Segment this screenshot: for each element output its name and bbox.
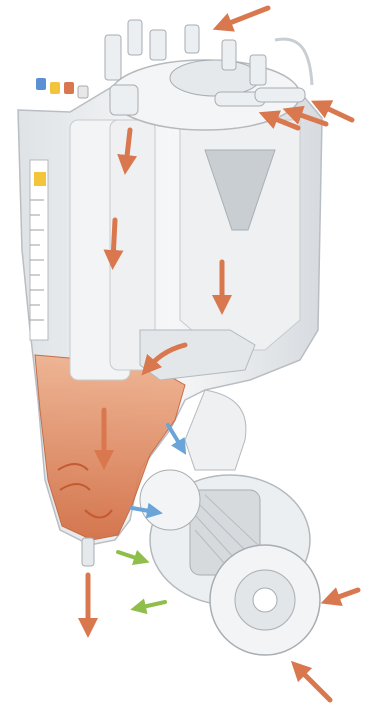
side-cap — [140, 470, 200, 530]
arrow-inlet-right-1 — [320, 105, 352, 120]
arrow-gas-1 — [168, 425, 182, 448]
scale-marker — [34, 172, 46, 186]
volume-scale — [30, 160, 48, 340]
arrow-bottom-in — [298, 668, 330, 700]
outlet-nozzle — [82, 538, 94, 566]
lid-center-ring — [170, 60, 260, 96]
color-caps — [36, 78, 88, 98]
arrow-green-1 — [118, 552, 142, 560]
connector-neck — [185, 390, 246, 470]
arrow-side-in — [330, 590, 358, 600]
arrow-green-2 — [138, 602, 165, 608]
endcap-hub — [253, 588, 277, 612]
arrow-internal-down-2 — [113, 220, 115, 260]
arrow-inlet-top-right — [222, 8, 268, 26]
